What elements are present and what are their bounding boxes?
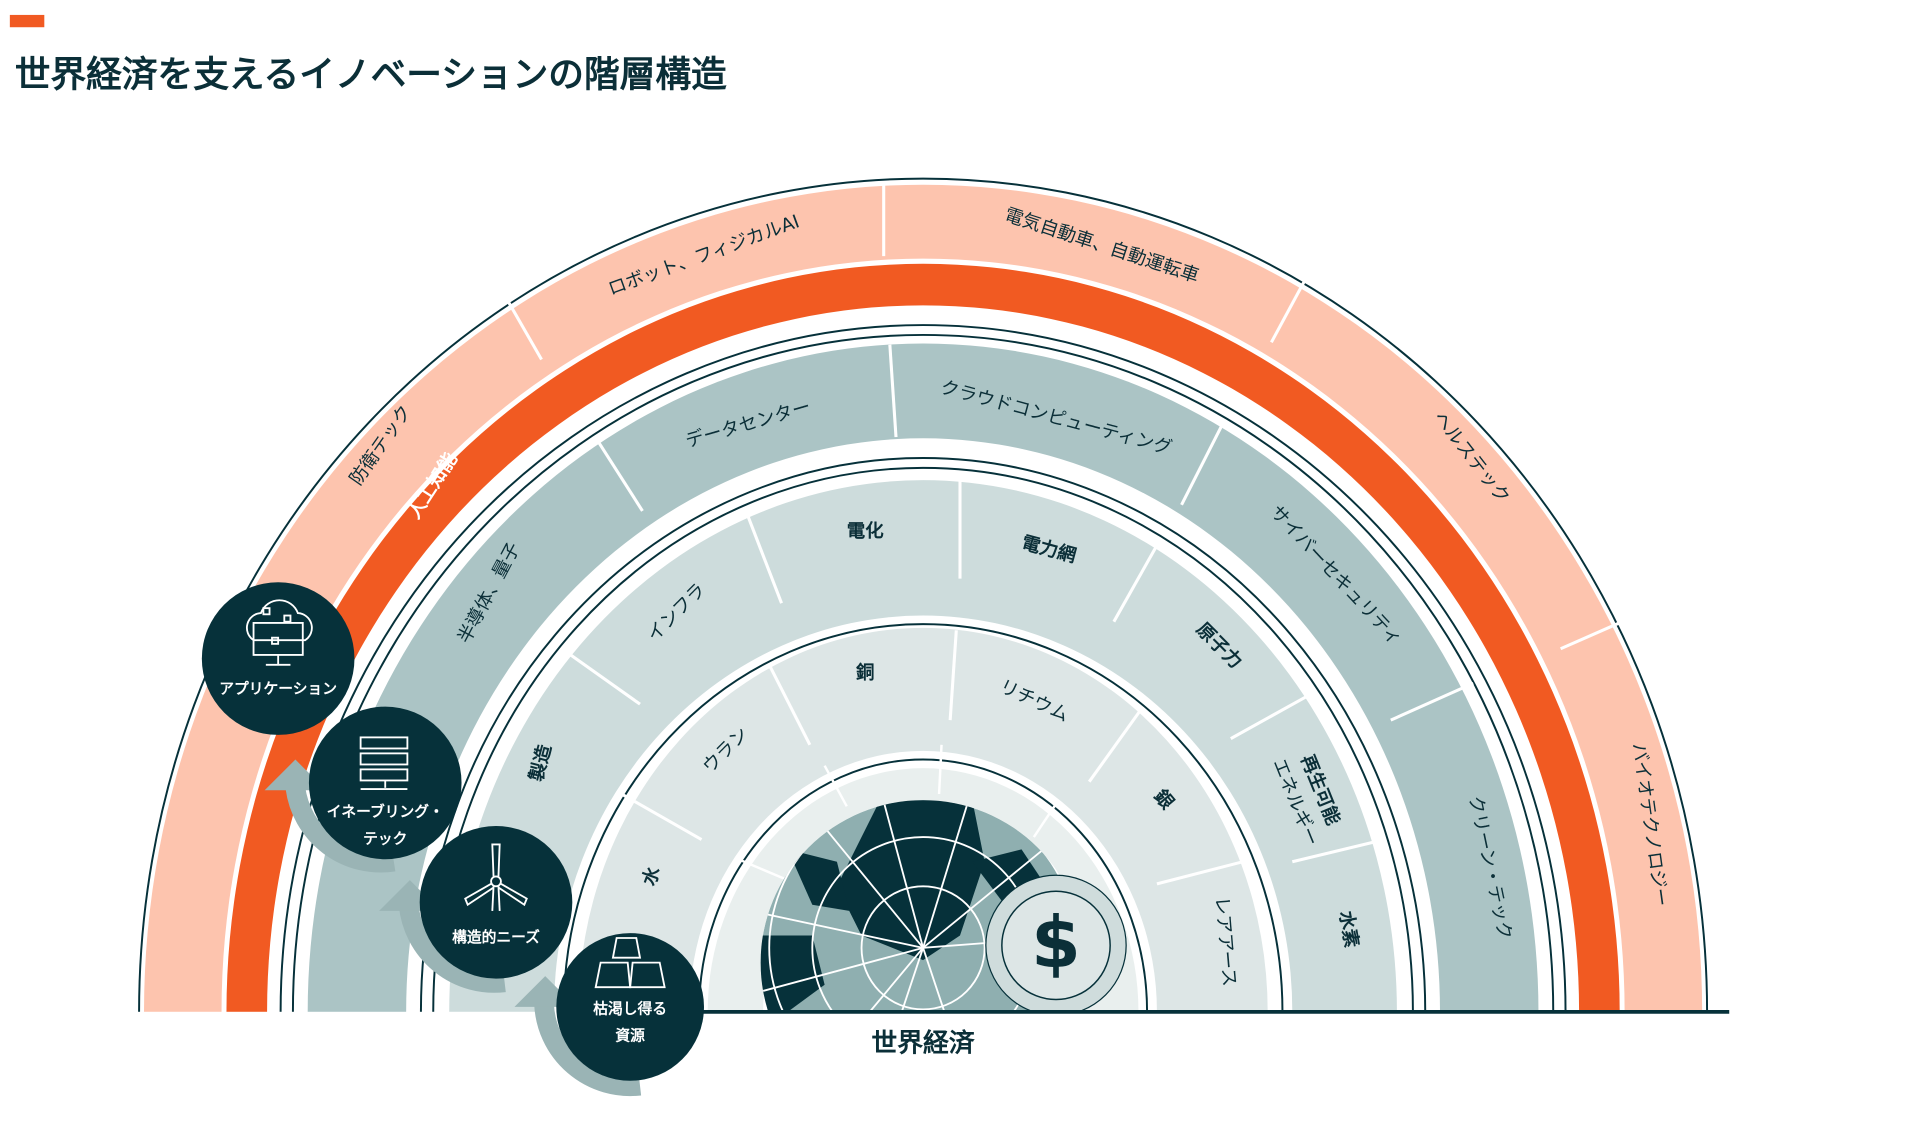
accent-marker [9,14,45,28]
enabling-tech-band [307,343,1539,1012]
ring-outline [419,457,1427,1012]
segment-dividers [506,181,1623,886]
dollar-coin-icon: $ [985,874,1127,1012]
svg-text:$: $ [1031,901,1081,984]
flow-arrows [285,786,642,1097]
page-title: 世界経済を支えるイノベーションの階層構造 [15,54,727,95]
structural-needs-band [449,480,1397,1012]
finite-resources-band [578,627,1268,1012]
ring-outline [291,334,1555,1012]
rings [138,177,1709,1012]
ring-outline [562,623,1284,1012]
ring-outline [698,758,1149,1012]
cloud-network-icon [246,599,313,666]
layer-enabling-tech: イネーブリング・ テック [308,706,462,860]
ring-outline [279,324,1567,1012]
layer-applications: アプリケーション [201,582,355,735]
server-icon [359,736,409,791]
layer-finite-resources: 枯渇し得る 資源 [556,933,704,1081]
segment-label: 銅 [856,661,874,683]
svg-text:アプリケーション: アプリケーション [219,680,337,697]
svg-text:テック: テック [363,831,407,848]
svg-text:枯渇し得る: 枯渇し得る [593,999,667,1017]
svg-text:イネーブリング・: イネーブリング・ [327,802,444,820]
segment-label: 電化 [847,520,884,542]
globe-icon [760,800,1086,1012]
svg-text:資源: 資源 [615,1026,645,1044]
wind-turbine-icon [464,843,528,911]
layer-structural-needs: 構造的ニーズ [419,826,573,979]
gold-bars-icon [594,937,666,989]
ring-outline [432,466,1414,1012]
svg-text:構造的ニーズ: 構造的ニーズ [452,928,540,946]
inner-band [707,768,1139,1012]
center-label: 世界経済 [871,1027,974,1058]
